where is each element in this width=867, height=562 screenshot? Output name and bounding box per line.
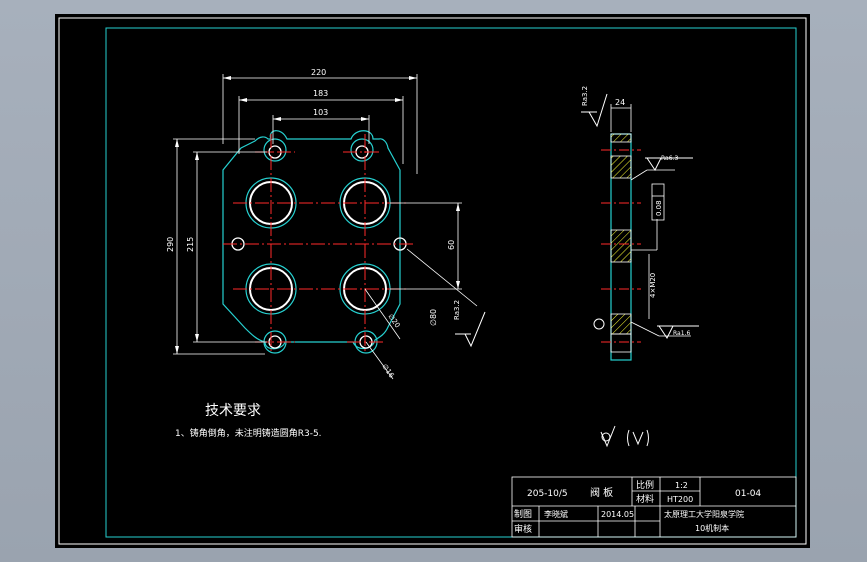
material-value: HT200 [667, 495, 693, 504]
flatness-tolerance: 0.08 [655, 200, 663, 216]
datum-symbol [593, 318, 605, 330]
side-thickness: 24 [615, 98, 625, 107]
dim-inner-width: 103 [313, 108, 328, 117]
material-label: 材料 [636, 493, 654, 505]
drawn-label: 制图 [514, 508, 532, 520]
front-dim-arrows [175, 76, 460, 354]
title-block [511, 476, 797, 538]
roughness-side-right: Ra6.3 [661, 155, 678, 162]
outer-frame [58, 17, 807, 545]
dim-hole-diameter: ∅80 [429, 309, 438, 326]
dim-overall-width: 220 [311, 68, 326, 77]
notes-heading: 技术要求 [205, 403, 261, 419]
ear-top-left [263, 138, 287, 162]
drawing-number: 205-10/5 [527, 489, 568, 499]
notes-item-1: 1、铸角倒角，未注明铸造圆角R3-5. [175, 427, 322, 439]
reviewed-label: 审核 [514, 523, 532, 535]
front-centerlines [223, 134, 415, 354]
roughness-side-bottom: Ra1.6 [673, 330, 690, 337]
drawer-name: 李晓斌 [544, 509, 568, 519]
institution: 太原理工大学阳泉学院 [664, 509, 744, 519]
sheet-code: 01-04 [735, 489, 761, 499]
tolerance-frame [651, 183, 665, 221]
part-name: 阀 板 [590, 486, 613, 499]
roughness-front: Ra3.2 [453, 300, 461, 320]
plate-outline [222, 130, 401, 350]
side-view: 24 Ra3.2 Ra6.3 Ra1.6 0.08 4×M20 [581, 86, 699, 361]
dim-inner-height: 215 [186, 237, 195, 252]
department: 10机制本 [695, 523, 729, 533]
roughness-symbol-front [455, 311, 486, 348]
section-middle [610, 229, 632, 263]
front-view: 220 183 103 290 215 60 ∅80 ∅20 ∅16 Ra3.2 [166, 68, 486, 380]
general-roughness-mark [600, 425, 649, 448]
scale-label: 比例 [636, 479, 654, 491]
ear-top-right [350, 138, 374, 162]
drawing-date: 2014.05 [601, 510, 634, 519]
dim-small-hole: ∅16 [380, 363, 395, 380]
drawing-sheet: 220 183 103 290 215 60 ∅80 ∅20 ∅16 Ra3.2 [55, 14, 810, 548]
section-lower [610, 313, 632, 335]
dim-overall-height: 290 [166, 237, 175, 252]
section-bottom [610, 333, 632, 353]
inner-frame [105, 27, 797, 538]
section-top [610, 133, 632, 143]
cad-drawing: 220 183 103 290 215 60 ∅80 ∅20 ∅16 Ra3.2 [58, 17, 807, 545]
front-dimensions [173, 74, 478, 380]
roughness-side-top: Ra3.2 [581, 86, 589, 106]
dim-middle-width: 183 [313, 89, 328, 98]
section-upper [610, 155, 632, 179]
scale-value: 1:2 [675, 481, 688, 490]
dim-hole-vertical: 60 [447, 240, 456, 250]
side-centerlines [601, 149, 641, 343]
roughness-symbols-side [581, 93, 699, 339]
hole-callout: 4×M20 [649, 273, 657, 298]
side-dimensions [610, 104, 691, 337]
